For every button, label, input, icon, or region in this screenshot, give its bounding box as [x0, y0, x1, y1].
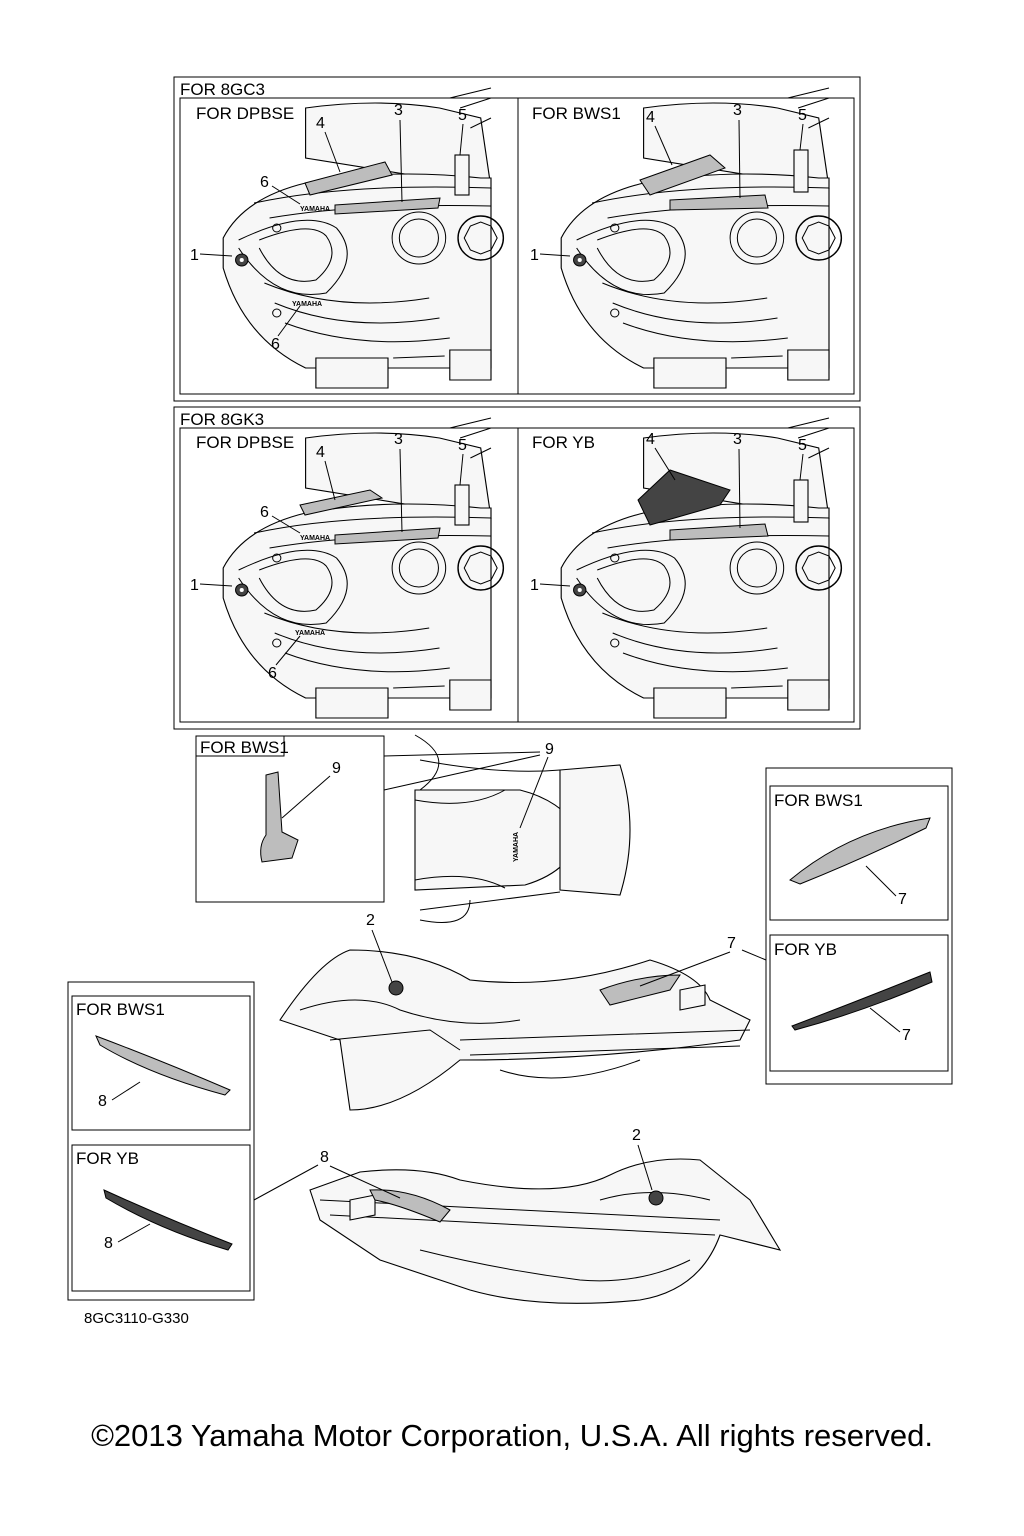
variant-label-dpbse: FOR DPBSE — [196, 104, 294, 123]
seat-inset: FOR BWS1 9 YAMAHA 9 — [195, 734, 631, 923]
inset-label-yb-left: FOR YB — [76, 1149, 139, 1168]
inset-label-yb-right: FOR YB — [774, 940, 837, 959]
callout-3: 3 — [394, 102, 403, 119]
callout-8-yb: 8 — [104, 1235, 113, 1252]
decal-6-text-8gk3: YAMAHA — [300, 535, 330, 542]
bow-view-yb — [560, 417, 843, 719]
bow-view-dpbse — [222, 87, 505, 389]
decal-4-yb — [637, 469, 731, 526]
decal-3 — [334, 197, 441, 215]
callout-5-8gk3: 5 — [458, 437, 467, 454]
inset-label-bws1: FOR BWS1 — [200, 738, 289, 757]
callout-9: 9 — [545, 741, 554, 758]
inset-label-bws1-left: FOR BWS1 — [76, 1000, 165, 1019]
drawing-number: 8GC3110-G330 — [84, 1310, 189, 1327]
callout-1-yb: 1 — [530, 577, 539, 594]
callout-2: 2 — [366, 912, 375, 929]
decal-4 — [304, 161, 393, 196]
panel-title-8gc3: FOR 8GC3 — [180, 80, 265, 99]
callout-6-8gk3: 6 — [260, 504, 269, 521]
callout-4-8gk3: 4 — [316, 444, 325, 461]
decal-3-8gk3 — [334, 527, 441, 545]
callout-7-bws1: 7 — [898, 891, 907, 908]
right-insets: FOR BWS1 7 FOR YB 7 — [765, 767, 953, 1085]
decal-7-on-craft — [599, 974, 681, 1006]
callout-1-bws1: 1 — [530, 247, 539, 264]
decal-5-yb — [793, 479, 809, 523]
decal-8-on-craft — [369, 1189, 451, 1223]
variant-label-dpbse-2: FOR DPBSE — [196, 433, 294, 452]
decal-6-lower-text: YAMAHA — [292, 301, 322, 308]
callout-8: 8 — [320, 1149, 329, 1166]
decal-6-text: YAMAHA — [300, 206, 330, 213]
callout-4: 4 — [316, 115, 325, 132]
left-insets: FOR BWS1 8 FOR YB 8 — [67, 981, 255, 1301]
callout-6-lower-8gk3: 6 — [268, 665, 277, 682]
callout-5: 5 — [458, 107, 467, 124]
callout-3-bws1: 3 — [733, 102, 742, 119]
decal-8-bws1 — [95, 1035, 231, 1096]
callout-2-lower: 2 — [632, 1127, 641, 1144]
decal-5-8gk3 — [454, 484, 470, 526]
panel-title-8gk3: FOR 8GK3 — [180, 410, 264, 429]
decal-9-text: YAMAHA — [513, 832, 520, 862]
bow-view-bws1 — [560, 87, 843, 389]
decal-4-8gk3 — [299, 489, 384, 516]
variant-label-bws1: FOR BWS1 — [532, 104, 621, 123]
callout-5-yb: 5 — [798, 437, 807, 454]
callout-9-inset: 9 — [332, 760, 341, 777]
decal-5 — [454, 154, 470, 196]
variant-label-yb: FOR YB — [532, 433, 595, 452]
callout-8-bws1: 8 — [98, 1093, 107, 1110]
craft-side-view-left: 2 8 — [253, 1127, 782, 1304]
callout-1: 1 — [190, 247, 199, 264]
decal-7-yb — [791, 971, 933, 1031]
copyright-notice: ©2013 Yamaha Motor Corporation, U.S.A. A… — [91, 1418, 933, 1453]
callout-4-yb: 4 — [646, 431, 655, 448]
inset-label-bws1-right: FOR BWS1 — [774, 791, 863, 810]
panel-8gc3: FOR 8GC3 FOR DPBSE FOR BWS1 YAMAHA YAMAH… — [173, 76, 861, 402]
decal-4-bws1 — [639, 154, 726, 196]
callout-5-bws1: 5 — [798, 107, 807, 124]
panel-8gk3: FOR 8GK3 FOR DPBSE FOR YB YAMAHA YAMAHA … — [173, 406, 861, 730]
emblem-2-lower — [648, 1190, 664, 1206]
bow-view-dpbse-2 — [222, 417, 505, 719]
decal-6-lower-text-8gk3: YAMAHA — [295, 630, 325, 637]
callout-7: 7 — [727, 935, 736, 952]
craft-side-view-right: 2 7 — [279, 912, 767, 1111]
callout-6: 6 — [260, 174, 269, 191]
decal-5-bws1 — [793, 149, 809, 193]
decal-3-bws1 — [669, 194, 769, 211]
callout-7-yb: 7 — [902, 1027, 911, 1044]
callout-1-8gk3: 1 — [190, 577, 199, 594]
decal-3-yb — [669, 523, 769, 541]
callout-3-8gk3: 3 — [394, 431, 403, 448]
decal-7-bws1 — [789, 817, 931, 885]
callout-6-lower: 6 — [271, 336, 280, 353]
decal-9 — [260, 771, 299, 863]
decal-8-yb — [103, 1189, 233, 1251]
seat-top-view — [414, 789, 581, 891]
callout-4-bws1: 4 — [646, 109, 655, 126]
emblem-2 — [388, 980, 404, 996]
callout-3-yb: 3 — [733, 431, 742, 448]
